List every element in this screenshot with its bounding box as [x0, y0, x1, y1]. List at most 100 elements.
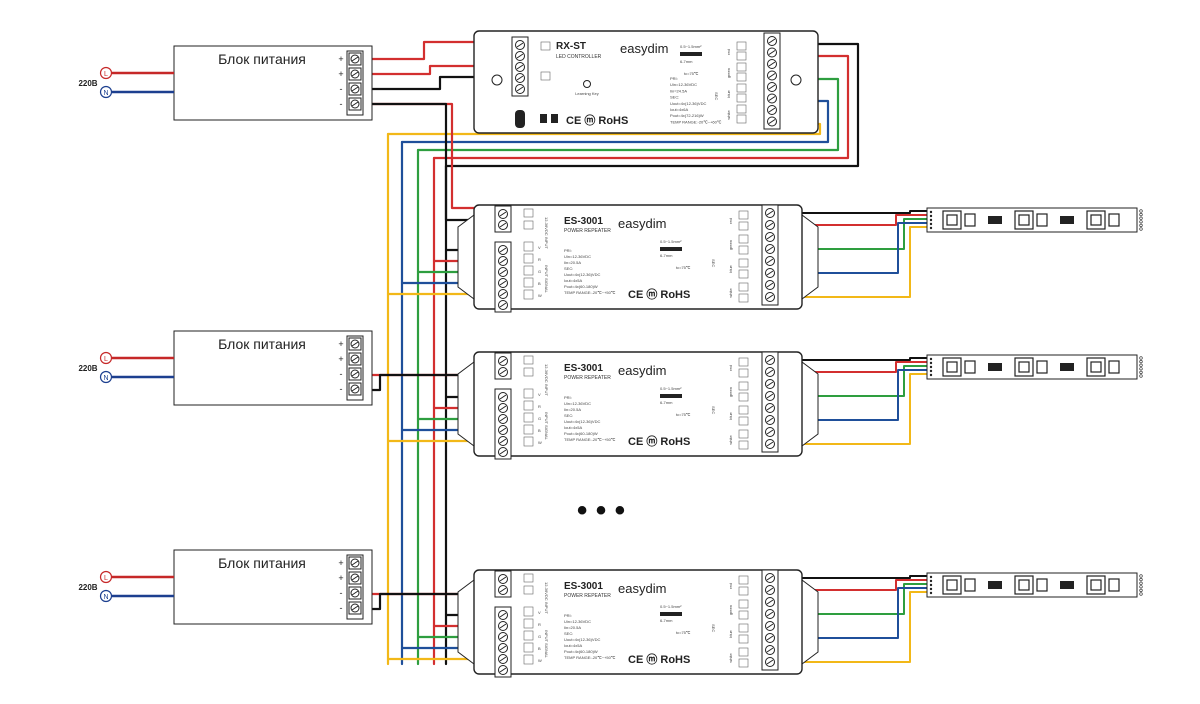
spec-line: PRI:	[564, 395, 572, 400]
resistor-icon	[1060, 363, 1074, 371]
wire-psu-plus	[361, 40, 514, 61]
screw-slot	[766, 270, 774, 276]
signal-letter: G	[538, 634, 541, 639]
screw-slot	[499, 369, 507, 375]
screw-slot	[351, 101, 359, 107]
screw-slot	[766, 357, 774, 363]
led-small-icon	[1036, 360, 1048, 374]
output-plus-box	[738, 623, 749, 633]
signal-letter: B	[538, 646, 541, 651]
screw-slot	[768, 38, 776, 44]
screw-slot	[766, 429, 774, 435]
screw-slot	[516, 42, 524, 48]
screw-slot	[766, 417, 774, 423]
power-input-label: 12-36VDC INPUT	[544, 217, 549, 249]
device-housing	[473, 569, 803, 675]
input-plus-box	[523, 355, 534, 365]
output-minus-box	[738, 269, 749, 279]
screw-slot	[351, 371, 359, 377]
screw-slot	[766, 393, 774, 399]
mounting-hole-icon	[491, 74, 503, 86]
screw-slot	[351, 386, 359, 392]
signal-letter: V	[538, 610, 541, 615]
solder-pad-icon	[1139, 370, 1143, 375]
screw-slot	[766, 635, 774, 641]
screw-slot	[499, 405, 507, 411]
screw-slot	[766, 623, 774, 629]
resistor-icon	[1060, 581, 1074, 589]
led-small-icon	[1036, 213, 1048, 227]
screw-slot	[766, 659, 774, 665]
device-housing	[473, 351, 803, 457]
led-chip-inner	[946, 214, 958, 226]
strip-length: 6-7mm	[660, 618, 673, 623]
spec-line: Uin=12-36VDC	[564, 401, 591, 406]
output-plus-box	[736, 41, 747, 51]
learning-key-button	[583, 80, 591, 88]
output-plus-box	[738, 647, 749, 657]
resistor-icon	[1060, 216, 1074, 224]
wire-strip-output	[777, 583, 930, 615]
neutral-terminal-icon	[99, 370, 113, 384]
spec-line: TEMP RANGE:-20℃~+50℃	[564, 290, 616, 295]
led-small-icon	[964, 213, 976, 227]
spec-line: Iout=4x6A	[670, 107, 688, 112]
output-minus-box	[736, 51, 747, 61]
repeater-brand: easydim	[618, 363, 666, 378]
screw-slot	[768, 119, 776, 124]
mounting-ear-right	[801, 214, 819, 300]
signal-box	[523, 630, 534, 641]
screw-slot	[516, 75, 524, 81]
signal-box	[523, 606, 534, 617]
output-minus-box	[738, 440, 749, 450]
strip-length: 6-7mm	[660, 400, 673, 405]
signal-box	[523, 265, 534, 276]
input-minus-box	[523, 220, 534, 230]
wire-strip-output	[777, 210, 930, 214]
terminal-polarity: -	[340, 369, 343, 379]
screw-slot	[768, 107, 776, 113]
screw-slot	[499, 269, 507, 275]
line-label: L	[104, 71, 108, 78]
signal-letter: W	[538, 440, 542, 445]
input-minus-box	[523, 367, 534, 377]
signal-letter: R	[538, 404, 541, 409]
terminal-polarity: +	[338, 339, 343, 349]
power-supply-label: Блок питания	[218, 555, 306, 571]
power-supply-label: Блок питания	[218, 51, 306, 67]
output-plus-box	[738, 575, 749, 585]
spec-line: Uin=12-36VDC	[564, 619, 591, 624]
signal-letter: V	[538, 245, 541, 250]
screw-slot	[766, 599, 774, 605]
wire-gauge: 0.5~1.5mm²	[680, 44, 702, 49]
spec-line: Uout=4x(12-36)VDC	[670, 101, 706, 106]
line-terminal-icon	[99, 351, 113, 365]
wire-strip-output	[777, 361, 930, 373]
repeater-subtitle: POWER REPEATER	[564, 228, 611, 234]
signal-box	[523, 400, 534, 411]
solder-pad-icon	[1139, 588, 1143, 593]
line-label: L	[104, 356, 108, 363]
input-signal-label: INPUT SIGNAL	[544, 265, 549, 293]
strip-pin-icon	[929, 210, 933, 214]
strip-pin-icon	[929, 357, 933, 361]
line-terminal-icon	[99, 66, 113, 80]
solder-pad-icon	[1139, 220, 1143, 224]
solder-pad-icon	[1139, 216, 1143, 220]
solder-pad-icon	[1139, 581, 1143, 585]
channel-label: red	[728, 583, 733, 589]
screw-slot	[351, 575, 359, 581]
device-housing	[473, 204, 803, 310]
terminal-polarity: +	[338, 354, 343, 364]
signal-box	[523, 289, 534, 300]
repeater-subtitle: POWER REPEATER	[564, 593, 611, 599]
output-plus-box	[738, 429, 749, 439]
signal-box	[523, 412, 534, 423]
temp-rating: tc=75℃	[676, 412, 691, 417]
strip-pin-icon	[929, 214, 933, 218]
solder-pad-icon	[1139, 577, 1143, 582]
led-small-icon	[1108, 578, 1120, 592]
